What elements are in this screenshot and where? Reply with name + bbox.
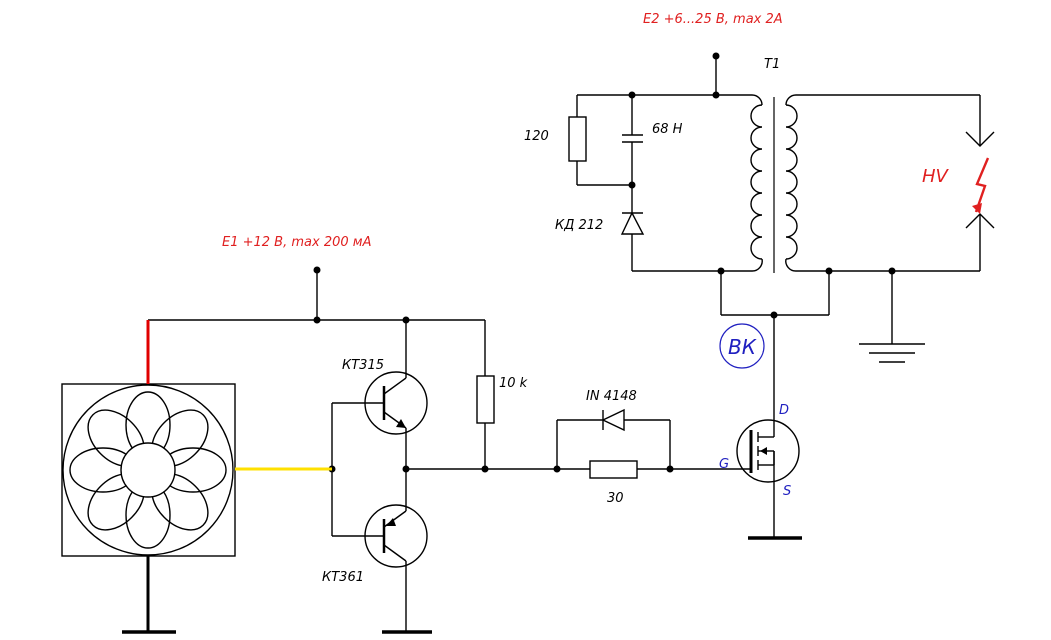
mosfet-source-label: S (783, 484, 791, 499)
gate-network (485, 408, 751, 479)
mosfet-drain-label: D (779, 403, 789, 418)
hv-label: HV (922, 166, 950, 187)
vk-marker: ВК (719, 323, 765, 369)
spark-gap-top (965, 131, 995, 147)
transformer-label: T1 (764, 57, 780, 72)
primary-circuit (568, 52, 829, 420)
kt361-label: КТ361 (322, 570, 364, 585)
mosfet (736, 419, 800, 538)
diode-kd212 (620, 211, 645, 235)
e2-supply-label: E2 +6...25 В, max 2A (643, 12, 783, 27)
resistor-120 (568, 116, 587, 162)
diode-kd212-label: КД 212 (555, 218, 603, 233)
kt315-label: КТ315 (342, 358, 384, 373)
mosfet-gate-label: G (719, 457, 729, 472)
vk-label: ВК (728, 335, 757, 359)
transistor-kt315 (332, 320, 428, 469)
transistor-kt361 (332, 469, 428, 632)
secondary-circuit (796, 94, 995, 363)
resistor-120-label: 120 (524, 129, 549, 144)
spark-icon (974, 157, 990, 213)
transformer-t1 (750, 94, 798, 273)
e1-supply-label: E1 +12 В, max 200 мА (222, 235, 371, 250)
resistor-10k (476, 375, 495, 424)
capacitor-label: 68 Н (652, 122, 683, 137)
diode-in4148-label: IN 4148 (586, 389, 637, 404)
diode-in4148 (601, 408, 625, 432)
resistor-10k-label: 10 k (499, 376, 528, 391)
resistor-30-label: 30 (607, 491, 624, 506)
resistor-30 (589, 460, 638, 479)
ground-symbol-hv (859, 343, 925, 363)
fan-icon (61, 383, 236, 557)
